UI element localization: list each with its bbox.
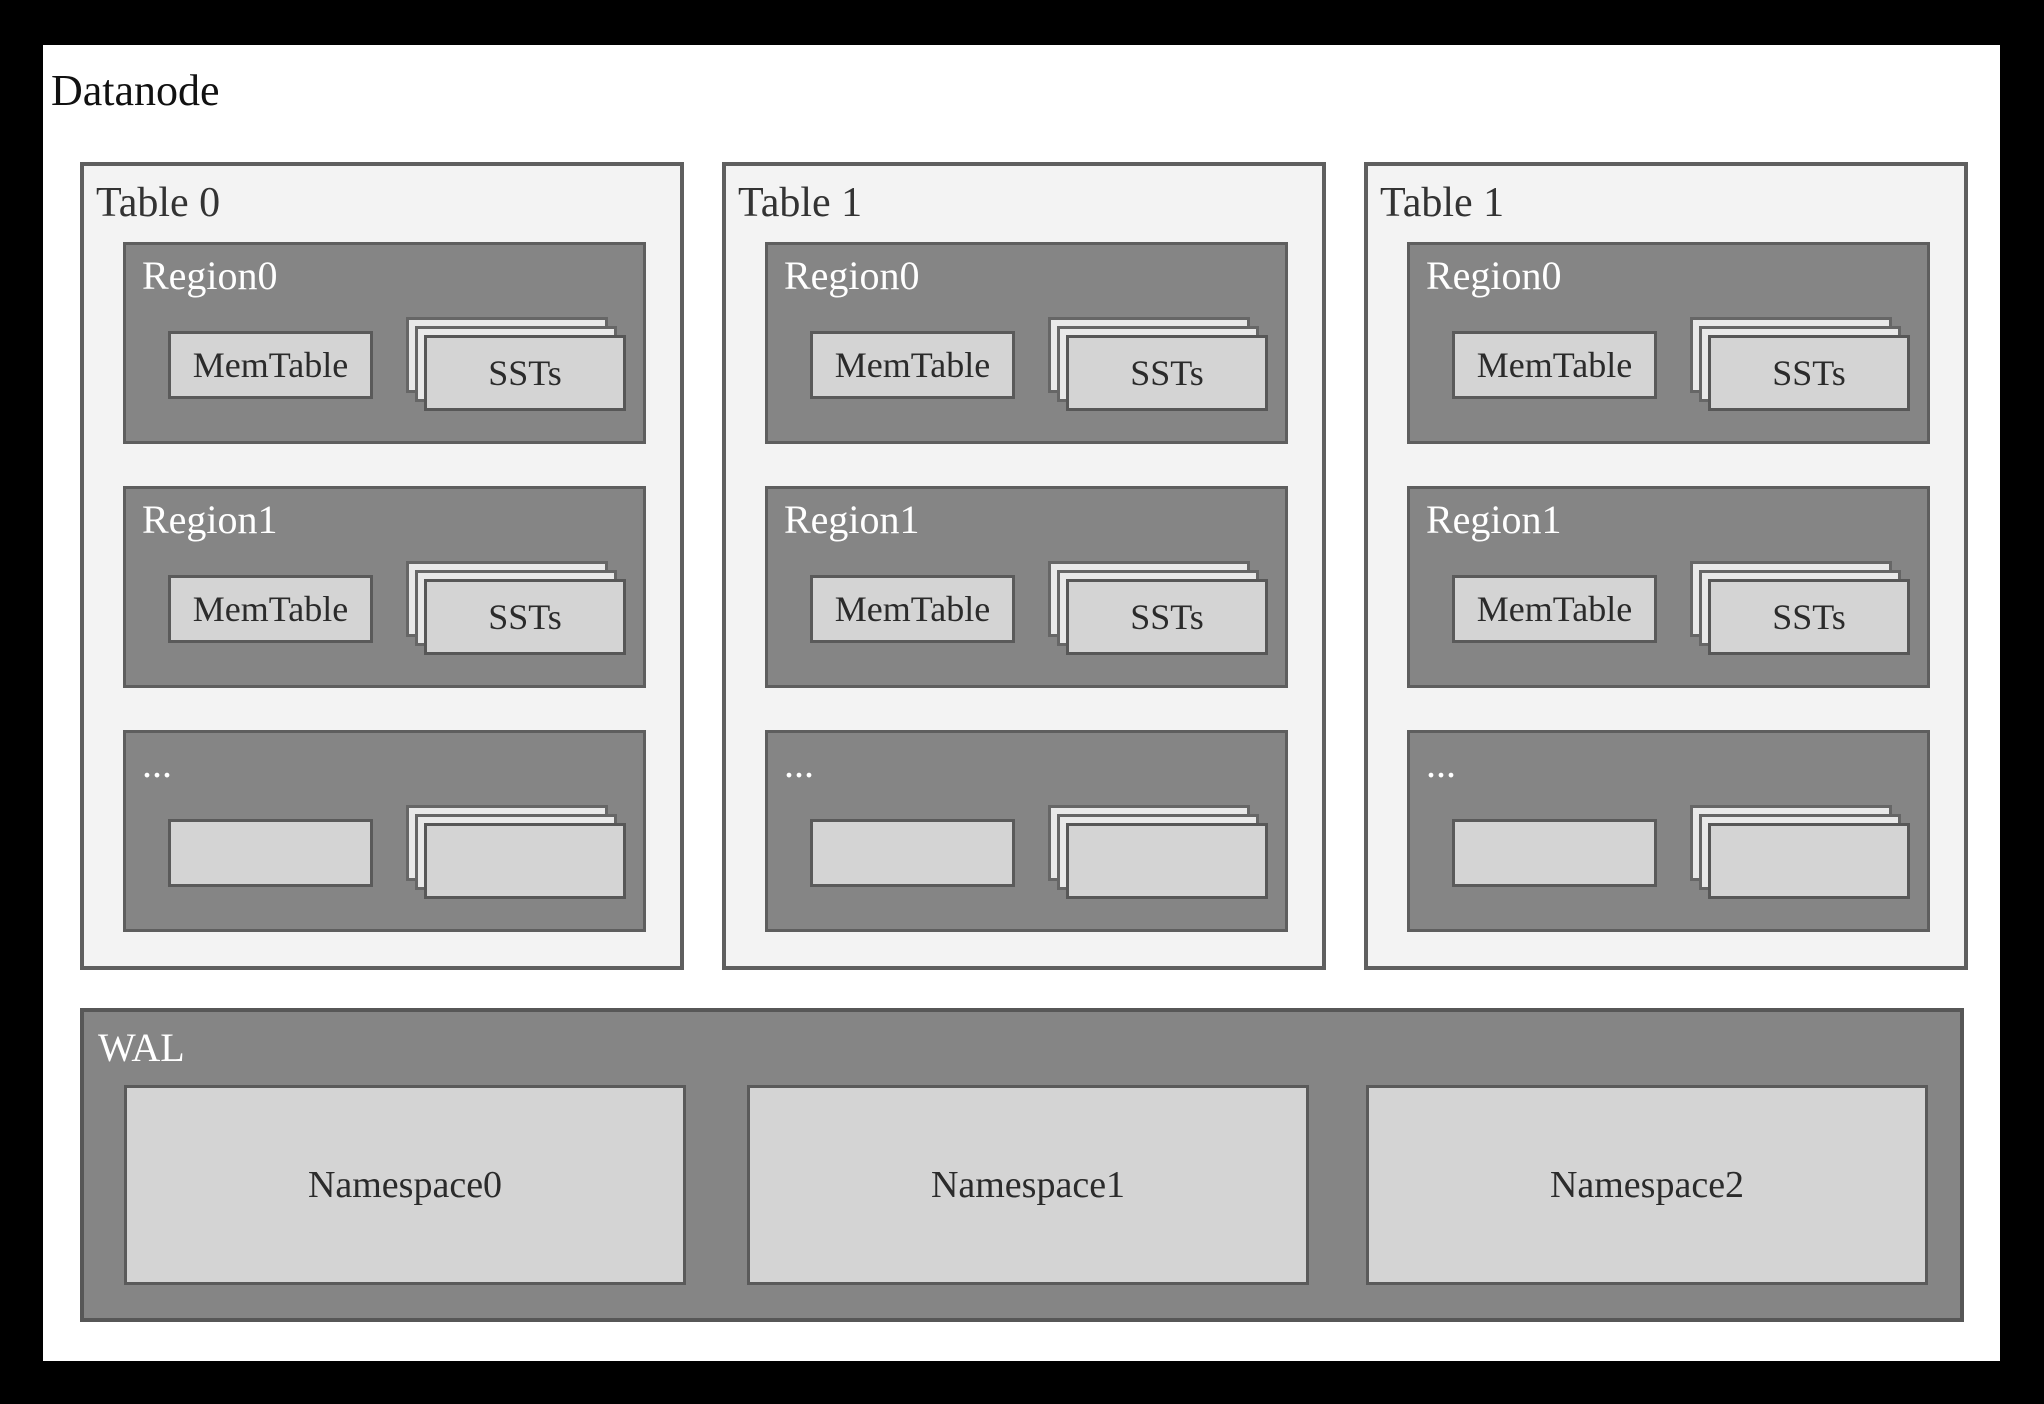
ssts-stack: SSTs xyxy=(1690,561,1912,657)
namespace-label: Namespace0 xyxy=(307,1164,503,1206)
sst-card-front: SSTs xyxy=(1708,579,1910,655)
ssts-label: SSTs xyxy=(1772,353,1846,393)
ssts-stack: SSTs xyxy=(1690,317,1912,413)
sst-card-front xyxy=(1708,823,1910,899)
memtable-box: MemTable xyxy=(168,331,373,399)
memtable-box: MemTable xyxy=(1452,331,1657,399)
region-title: Region0 xyxy=(784,253,920,298)
table-title: Table 1 xyxy=(738,180,863,226)
memtable-label: MemTable xyxy=(192,589,349,629)
memtable-label: MemTable xyxy=(834,345,991,385)
sst-card-front: SSTs xyxy=(1066,335,1268,411)
ssts-stack: SSTs xyxy=(406,317,628,413)
memtable-box: MemTable xyxy=(168,575,373,643)
ssts-label: SSTs xyxy=(488,353,562,393)
ssts-stack: SSTs xyxy=(406,561,628,657)
table-title: Table 0 xyxy=(96,180,221,226)
memtable-label: MemTable xyxy=(834,589,991,629)
wal-box: WAL Namespace0 Namespace1 Namespace2 xyxy=(80,1008,1964,1322)
ssts-stack-empty xyxy=(1690,805,1912,901)
table-title: Table 1 xyxy=(1380,180,1505,226)
namespace-box-2: Namespace2 xyxy=(1366,1085,1928,1285)
memtable-box: MemTable xyxy=(810,575,1015,643)
region-title: ... xyxy=(784,741,814,786)
memtable-box-empty xyxy=(168,819,373,887)
sst-card-front: SSTs xyxy=(1708,335,1910,411)
ssts-label: SSTs xyxy=(488,597,562,637)
memtable-box-empty xyxy=(1452,819,1657,887)
sst-card-front: SSTs xyxy=(424,335,626,411)
namespace-box-1: Namespace1 xyxy=(747,1085,1309,1285)
memtable-label: MemTable xyxy=(1476,345,1633,385)
sst-card-front: SSTs xyxy=(424,579,626,655)
ssts-label: SSTs xyxy=(1130,353,1204,393)
region-title: Region1 xyxy=(1426,497,1562,542)
wal-title: WAL xyxy=(98,1025,185,1070)
ssts-stack: SSTs xyxy=(1048,561,1270,657)
region-title: Region1 xyxy=(784,497,920,542)
region-title: Region0 xyxy=(142,253,278,298)
region-box: Region0 MemTable SSTs xyxy=(1407,242,1930,444)
region-box: Region0 MemTable SSTs xyxy=(123,242,646,444)
region-box-ellipsis: ... xyxy=(765,730,1288,932)
region-box: Region1 MemTable SSTs xyxy=(123,486,646,688)
namespace-box-0: Namespace0 xyxy=(124,1085,686,1285)
memtable-box: MemTable xyxy=(810,331,1015,399)
memtable-label: MemTable xyxy=(192,345,349,385)
table-box-0: Table 0 Region0 MemTable SSTs Region1 Me… xyxy=(80,162,684,970)
namespace-label: Namespace1 xyxy=(930,1164,1126,1206)
table-box-1: Table 1 Region0 MemTable SSTs Region1 Me… xyxy=(722,162,1326,970)
region-title: ... xyxy=(1426,741,1456,786)
region-box: Region1 MemTable SSTs xyxy=(1407,486,1930,688)
region-box: Region0 MemTable SSTs xyxy=(765,242,1288,444)
namespace-label: Namespace2 xyxy=(1549,1164,1745,1206)
memtable-box-empty xyxy=(810,819,1015,887)
ssts-stack: SSTs xyxy=(1048,317,1270,413)
ssts-stack-empty xyxy=(1048,805,1270,901)
region-title: Region1 xyxy=(142,497,278,542)
ssts-label: SSTs xyxy=(1772,597,1846,637)
ssts-label: SSTs xyxy=(1130,597,1204,637)
memtable-label: MemTable xyxy=(1476,589,1633,629)
page-title: Datanode xyxy=(51,66,220,115)
region-box-ellipsis: ... xyxy=(1407,730,1930,932)
memtable-box: MemTable xyxy=(1452,575,1657,643)
datanode-panel: Datanode Table 0 Region0 MemTable SSTs R… xyxy=(43,45,2000,1361)
sst-card-front xyxy=(424,823,626,899)
sst-card-front xyxy=(1066,823,1268,899)
region-title: ... xyxy=(142,741,172,786)
region-box: Region1 MemTable SSTs xyxy=(765,486,1288,688)
table-box-2: Table 1 Region0 MemTable SSTs Region1 Me… xyxy=(1364,162,1968,970)
tables-row: Table 0 Region0 MemTable SSTs Region1 Me… xyxy=(80,162,1968,970)
region-title: Region0 xyxy=(1426,253,1562,298)
region-box-ellipsis: ... xyxy=(123,730,646,932)
sst-card-front: SSTs xyxy=(1066,579,1268,655)
ssts-stack-empty xyxy=(406,805,628,901)
